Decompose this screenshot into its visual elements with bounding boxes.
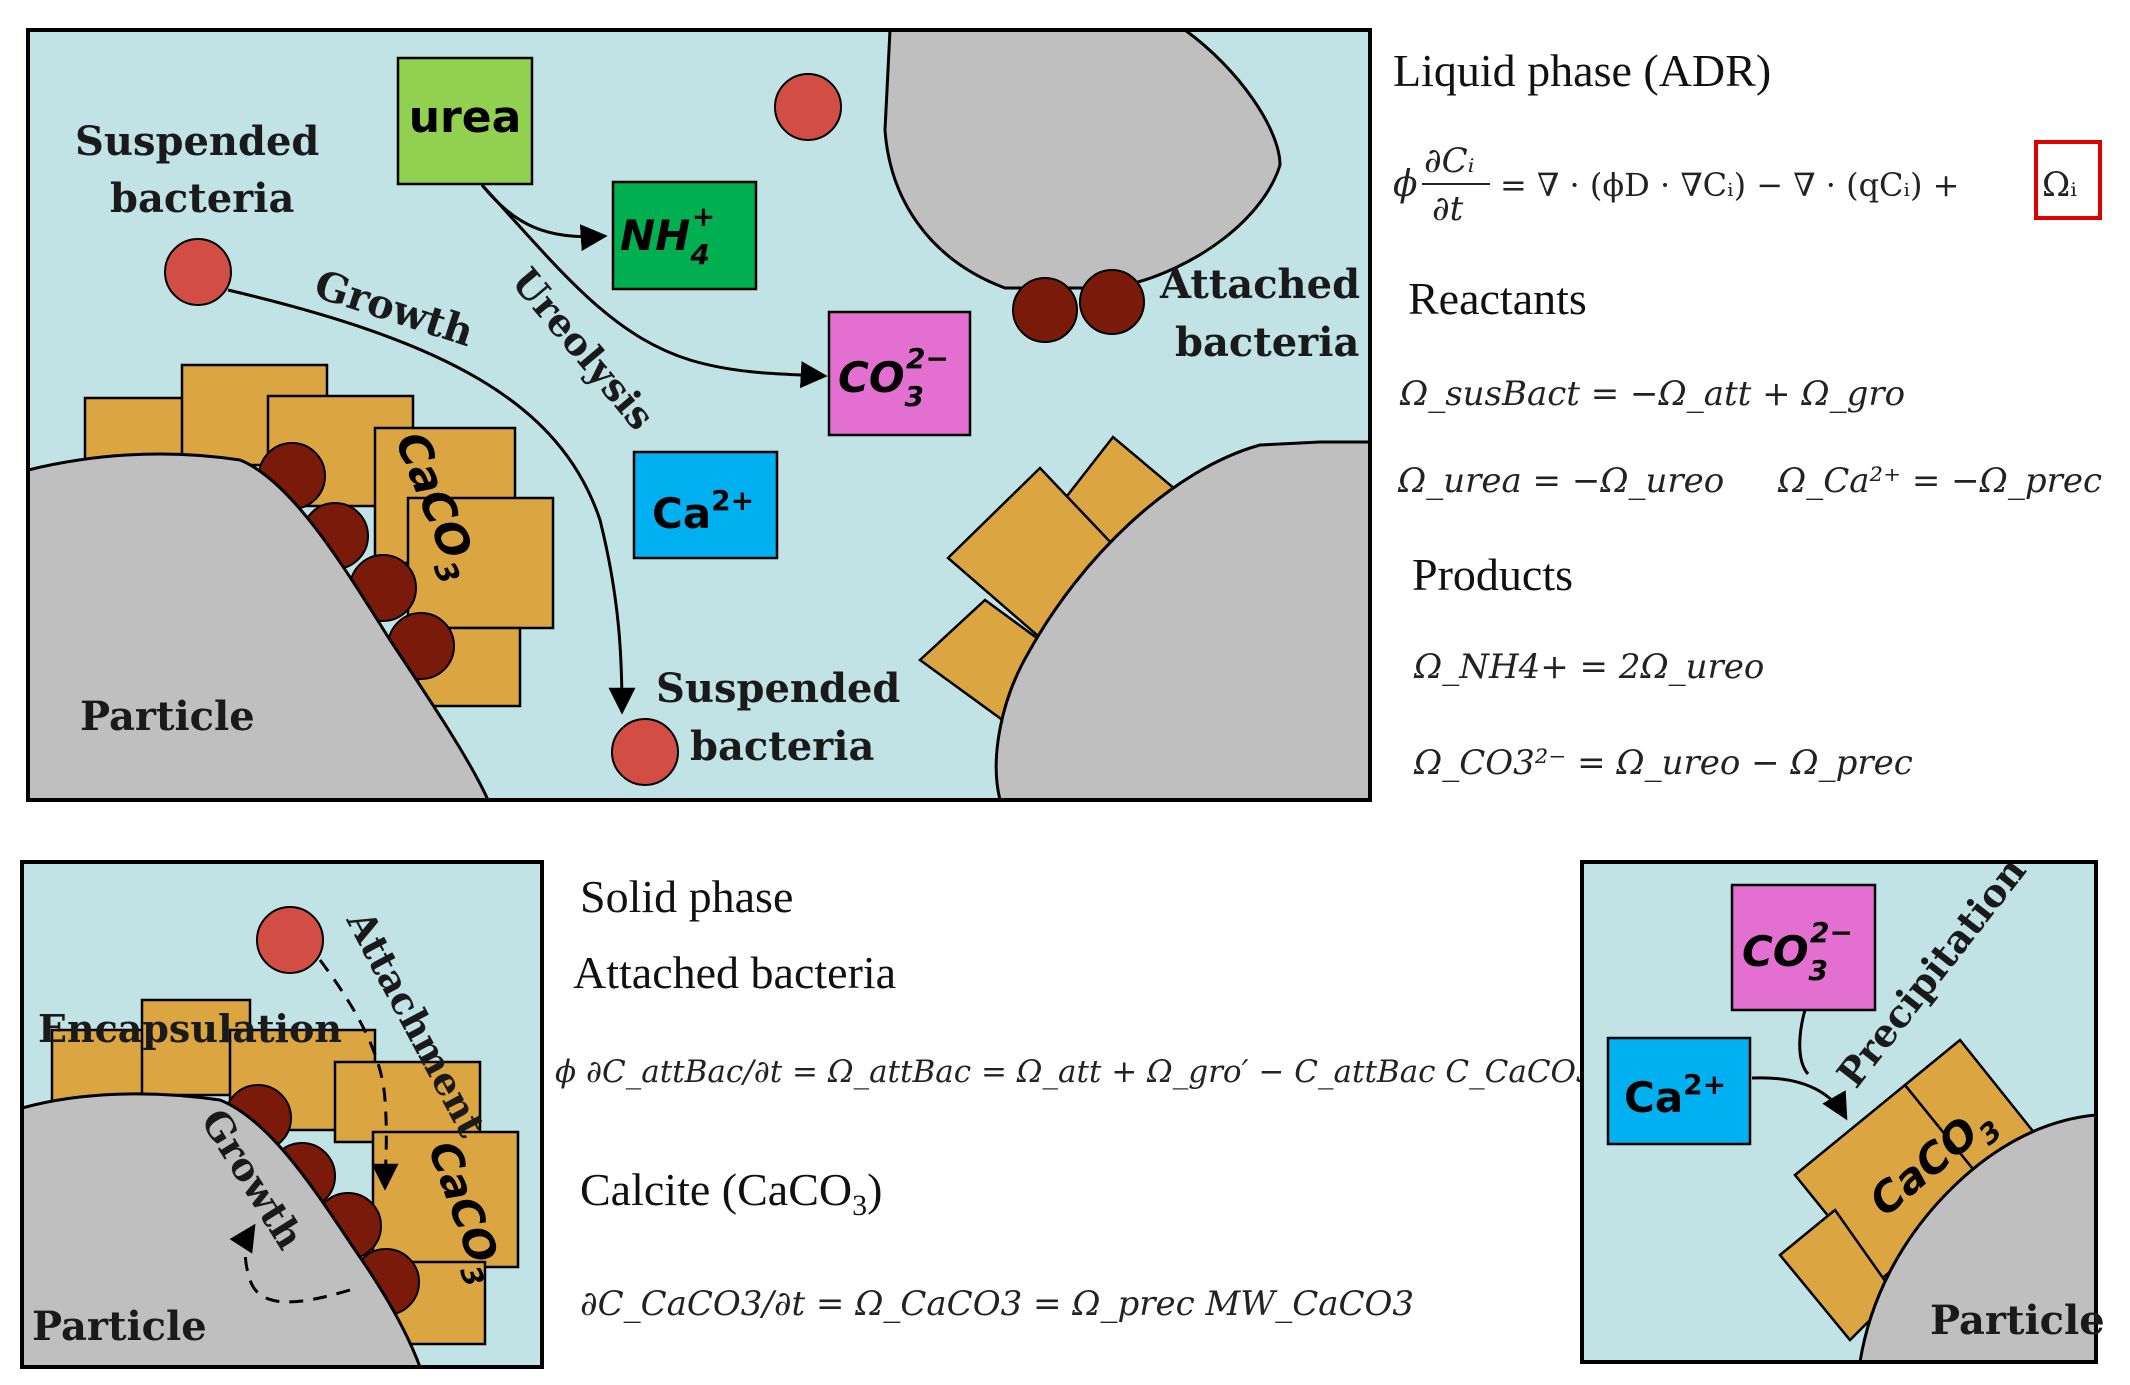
eq-nh4: Ω_NH4+ = 2Ω_ureo — [1413, 647, 1764, 687]
suspended-bacterium-bl — [256, 906, 324, 974]
growth-arrow-bl — [229, 1223, 351, 1304]
adr-equation-left: ϕ — [1393, 164, 1418, 205]
co3-label: CO32− — [838, 342, 949, 413]
suspended-bacterium-2 — [611, 718, 679, 786]
grain-bottom-right — [994, 440, 1370, 800]
bottom-left-panel: Attachment Encapsulation Growth CaCO3 Pa… — [20, 860, 544, 1369]
grain-left — [28, 452, 490, 800]
solid-phase-equations: Solid phase Attached bacteria ϕ ∂C_attBa… — [555, 871, 1719, 1324]
nh4-box — [611, 180, 758, 291]
bottom-right-panel: CO32− Ca2+ Precipitation CaCO3 Particle — [1580, 848, 2105, 1364]
liquid-phase-equations: Liquid phase (ADR) ϕ ∂Cᵢ ∂t = ∇ · (ϕD · … — [1393, 45, 2102, 783]
eq-caco3: ∂C_CaCO3/∂t = Ω_CaCO3 = Ω_prec MW_CaCO3 — [580, 1284, 1414, 1324]
ca-label-br: Ca2+ — [1624, 1068, 1726, 1122]
solid-phase-heading: Solid phase — [580, 871, 793, 922]
grain-top — [883, 30, 1282, 290]
bottom-right-border — [1580, 860, 2098, 1364]
calcite-heading: Calcite (CaCO3) — [580, 1164, 882, 1222]
suspended-bacteria-label-1b: bacteria — [110, 175, 294, 222]
eq-susbact: Ω_susBact = −Ω_att + Ω_gro — [1399, 374, 1905, 414]
top-panel-border — [26, 28, 1372, 802]
reactants-heading: Reactants — [1408, 273, 1587, 324]
particle-label-top: Particle — [80, 693, 255, 740]
ca-box — [632, 450, 779, 560]
suspended-bacteria-label-1a: Suspended — [75, 118, 319, 165]
suspended-bacteria-label-2b: bacteria — [690, 723, 874, 770]
particle-label-br: Particle — [1930, 1297, 2105, 1344]
top-panel: urea NH4+ CO32− Ca2+ Suspended bacteria … — [26, 28, 1372, 802]
urea-box — [396, 56, 534, 186]
adr-equation-right: = ∇ · (ϕD · ∇Cᵢ) − ∇ · (qCᵢ) + — [1500, 166, 1959, 204]
attached-bacteria-label-a: Attached — [1159, 261, 1360, 308]
attached-bacteria-heading: Attached bacteria — [573, 947, 896, 998]
co3-label-br: CO32− — [1742, 916, 1853, 987]
source-term-highlight — [2034, 140, 2102, 220]
eq-co3: Ω_CO3²⁻ = Ω_ureo − Ω_prec — [1413, 743, 1913, 783]
suspended-bacterium-1 — [164, 238, 232, 306]
encapsulation-label: Encapsulation — [38, 1006, 342, 1051]
ca-label: Ca2+ — [652, 484, 754, 538]
adr-equation-den: ∂t — [1432, 189, 1464, 229]
adr-source-term: Ωᵢ — [2042, 165, 2077, 205]
bottom-left-border — [20, 860, 544, 1369]
ureolysis-arrow — [480, 183, 828, 389]
suspended-bacterium-top — [774, 73, 842, 141]
growth-arrow — [227, 288, 636, 715]
attached-bacteria-label-b: bacteria — [1175, 319, 1359, 366]
eq-urea: Ω_urea = −Ω_ureo — [1397, 461, 1724, 501]
products-heading: Products — [1412, 549, 1573, 600]
liquid-phase-heading: Liquid phase (ADR) — [1393, 45, 1771, 96]
attachment-arrow — [318, 959, 399, 1191]
attached-bacteria-top — [1012, 269, 1145, 343]
urea-label: urea — [409, 92, 522, 143]
adr-equation-num: ∂Cᵢ — [1424, 141, 1474, 181]
co3-box — [827, 310, 972, 437]
eq-ca: Ω_Ca²⁺ = −Ω_prec — [1777, 461, 2102, 501]
particle-label-bl: Particle — [32, 1303, 207, 1350]
ca-box-br — [1606, 1036, 1752, 1146]
co3-box-br — [1730, 883, 1877, 1012]
suspended-bacteria-label-2a: Suspended — [656, 665, 900, 712]
nh4-label: NH4+ — [620, 200, 715, 271]
eq-attbac: ϕ ∂C_attBac/∂t = Ω_attBac = Ω_att + Ω_gr… — [555, 1054, 1719, 1090]
grain-br — [1858, 1113, 2096, 1362]
